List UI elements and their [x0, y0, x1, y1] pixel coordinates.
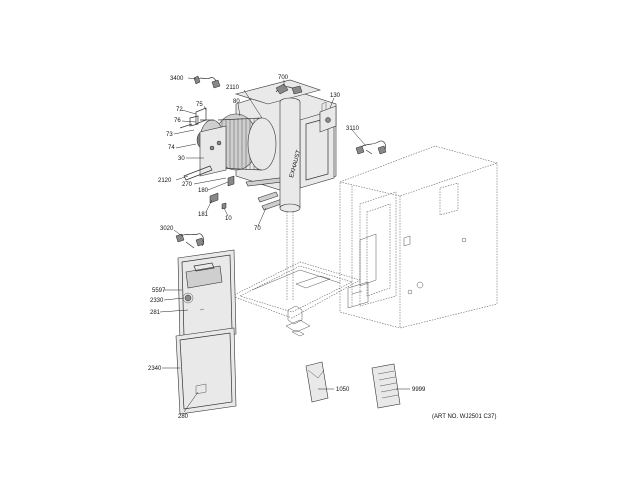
wire-harness-3110 [355, 140, 387, 155]
callout-280: 280 [178, 414, 189, 420]
callout-70: 70 [254, 226, 261, 232]
blower-assembly [195, 79, 337, 211]
callout-180: 180 [198, 188, 209, 194]
base-pan [231, 261, 361, 319]
callout-3020: 3020 [160, 226, 174, 232]
callout-80: 80 [233, 99, 240, 105]
literature-9999 [371, 363, 401, 409]
wire-harness-3400 [193, 75, 221, 89]
exhaust-pipe: EXHAUST [279, 97, 302, 213]
callout-3110: 3110 [346, 126, 360, 132]
callout-130: 130 [330, 93, 341, 99]
callout-75: 75 [196, 102, 203, 108]
callout-2330: 2330 [150, 298, 164, 304]
literature-1050 [305, 361, 329, 403]
callout-74: 74 [168, 145, 175, 151]
art-number: (ART NO. WJ2501 C37) [432, 414, 496, 420]
wire-harness-3020 [175, 233, 205, 249]
callout-72: 72 [176, 107, 183, 113]
lower-door [175, 327, 237, 415]
cabinet [339, 145, 498, 329]
callout-181: 181 [198, 212, 209, 218]
leader-lines [159, 77, 410, 413]
upper-door [177, 249, 237, 343]
callout-2120: 2120 [158, 178, 172, 184]
callout-3400: 3400 [170, 76, 184, 82]
callout-2110: 2110 [226, 85, 240, 91]
callout-1050: 1050 [336, 387, 350, 393]
drain-assembly [285, 305, 311, 337]
callout-76: 76 [174, 118, 181, 124]
callout-2340: 2340 [148, 366, 162, 372]
callout-30: 30 [178, 156, 185, 162]
pressure-switch-130 [319, 105, 337, 133]
callout-labels: 3400 700 2110 80 72 75 76 73 74 30 2120 … [148, 75, 426, 420]
callout-270: 270 [182, 182, 193, 188]
callout-281: 281 [150, 310, 161, 316]
callout-5597: 5597 [152, 288, 166, 294]
callout-9999: 9999 [412, 387, 426, 393]
wire-harness-700 [275, 83, 303, 95]
callout-73: 73 [166, 132, 173, 138]
callout-10: 10 [225, 216, 232, 222]
callout-700: 700 [278, 75, 289, 81]
